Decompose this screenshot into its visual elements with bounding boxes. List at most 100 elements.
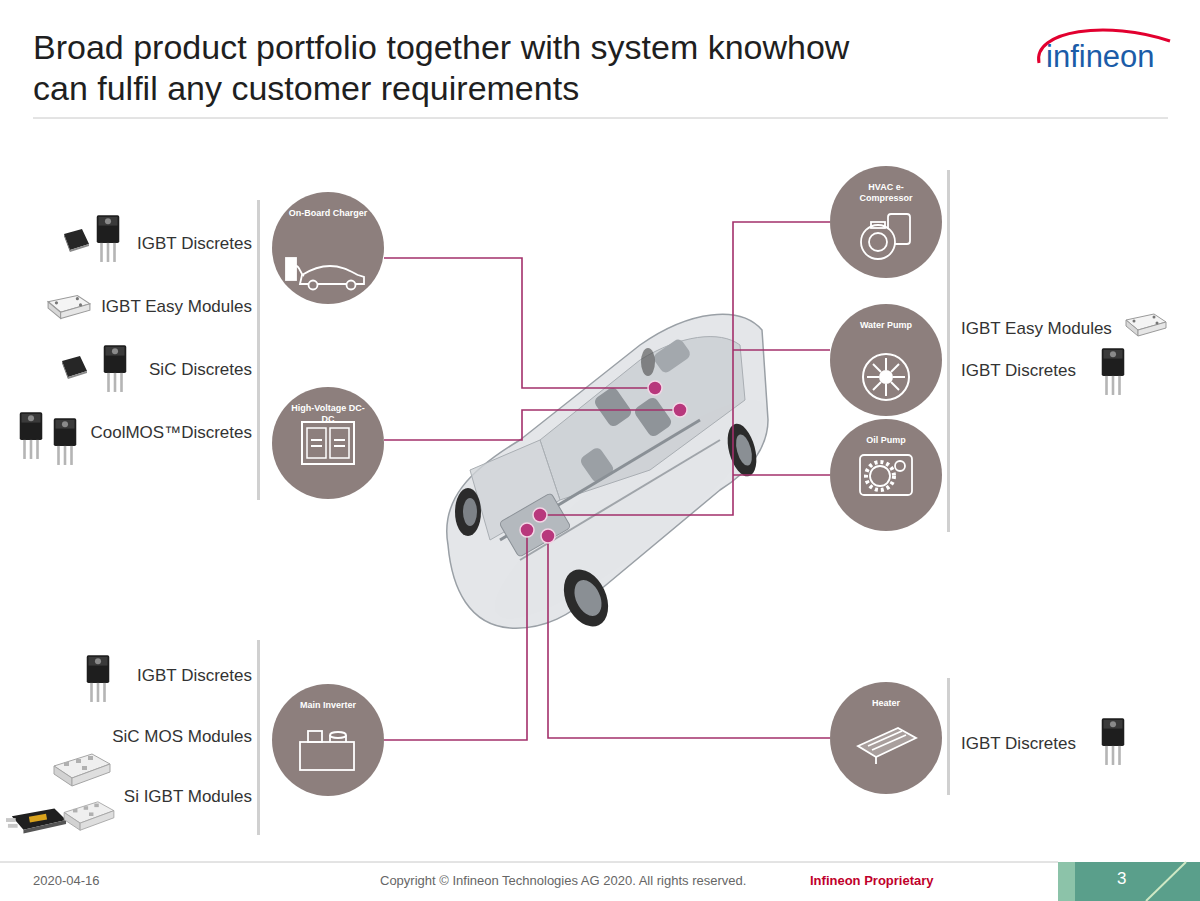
- car-illustration: [540, 337, 745, 500]
- component-icon: [62, 356, 87, 379]
- circle-label: Main Inverter: [286, 700, 370, 711]
- leader-line: [548, 536, 830, 738]
- oil-pump-icon: [866, 462, 894, 490]
- circle-fill: [830, 419, 942, 531]
- logo-wordmark: infineon: [1046, 38, 1155, 75]
- inverter-icon: [300, 731, 354, 770]
- component-icon: [1126, 314, 1166, 336]
- compressor-icon: [861, 225, 895, 259]
- leader-line: [733, 474, 830, 476]
- location-dot: [520, 381, 687, 543]
- heater-icon: [858, 728, 916, 757]
- dcdc-icon: [302, 422, 354, 464]
- component-icon: [6, 808, 66, 833]
- circle-label: HVAC e-Compressor: [844, 182, 928, 204]
- product-label: IGBT Discretes: [137, 234, 252, 254]
- water-pump-icon: [873, 364, 881, 372]
- dcdc-icon: [311, 445, 322, 447]
- circle-fill: [272, 387, 384, 499]
- water-pump-icon: [863, 354, 909, 400]
- leader-line: [384, 530, 527, 740]
- group-bracket: [257, 200, 260, 500]
- oil-pump-icon: [860, 455, 912, 495]
- heater-icon: [858, 728, 916, 764]
- product-label: IGBT Easy Modules: [961, 319, 1112, 339]
- product-label: SiC Discretes: [149, 360, 252, 380]
- title-rule: [33, 118, 1168, 119]
- leader-line: [384, 410, 680, 440]
- group-bracket: [257, 640, 260, 835]
- component-icon: [1102, 718, 1125, 765]
- car-illustration: [463, 498, 477, 526]
- inverter-icon: [330, 732, 346, 738]
- function-circle: On-Board Charger: [272, 192, 384, 304]
- component-icon: [54, 754, 110, 786]
- circle-label: Water Pump: [844, 320, 928, 331]
- dcdc-icon: [311, 439, 322, 441]
- circle-label: On-Board Charger: [286, 208, 370, 219]
- dcdc-icon: [307, 428, 326, 458]
- circle-label: Heater: [844, 698, 928, 709]
- dcdc-icon: [334, 445, 345, 447]
- function-circle: Main Inverter: [272, 684, 384, 796]
- charger-car-icon: [347, 281, 356, 290]
- car-illustration: [569, 576, 607, 621]
- inverter-icon: [329, 735, 331, 742]
- leader-line: [733, 349, 830, 351]
- product-label: SiC MOS Modules: [112, 727, 252, 747]
- component-icon: [104, 345, 127, 392]
- group-bracket: [947, 170, 950, 532]
- water-pump-icon: [893, 376, 905, 378]
- footer-tab: [1058, 862, 1200, 901]
- function-circle: High-Voltage DC-DC: [272, 387, 384, 499]
- car-illustration: [722, 421, 761, 480]
- product-label: IGBT Discretes: [137, 666, 252, 686]
- charger-car-icon: [286, 258, 364, 290]
- component-icon: [20, 412, 43, 459]
- product-label: IGBT Discretes: [961, 361, 1076, 381]
- leader-line: [384, 258, 655, 388]
- compressor-icon: [869, 233, 887, 251]
- component-icon: [48, 296, 90, 319]
- charger-car-icon: [309, 281, 318, 290]
- water-pump-icon: [885, 358, 887, 370]
- water-pump-icon: [885, 384, 887, 396]
- car-illustration: [641, 348, 655, 376]
- page-number: 3: [1117, 869, 1126, 889]
- leader-line: [384, 222, 830, 740]
- location-dot: [648, 381, 662, 395]
- product-label: Si IGBT Modules: [124, 787, 252, 807]
- inverter-icon: [300, 742, 354, 770]
- car-illustration: [555, 562, 617, 633]
- title-rule: [33, 118, 1168, 119]
- location-dot: [541, 529, 555, 543]
- car-illustration: [633, 396, 674, 439]
- circle-fill: [830, 166, 942, 278]
- component-icon: [54, 418, 77, 465]
- car-illustration: [447, 314, 768, 628]
- slide-title: Broad product portfolio together with sy…: [33, 27, 893, 109]
- circle-fill: [830, 682, 942, 794]
- car-illustration: [499, 493, 571, 558]
- component-icon: [97, 215, 120, 262]
- car-illustration: [455, 488, 481, 536]
- footer-date: 2020-04-16: [33, 873, 100, 889]
- footer-tab: [1058, 862, 1200, 901]
- component-icon: [1102, 348, 1125, 395]
- water-pump-icon: [891, 364, 899, 372]
- compressor-icon: [861, 214, 910, 259]
- group-bracket: [947, 678, 950, 795]
- function-circle: Oil Pump: [830, 419, 942, 531]
- car-illustration: [733, 433, 755, 468]
- footer-tab: [1146, 862, 1186, 901]
- location-dot: [673, 403, 687, 417]
- car-illustration: [579, 446, 616, 484]
- product-label: IGBT Easy Modules: [101, 297, 252, 317]
- product-label: CoolMOS™Discretes: [90, 423, 252, 443]
- water-pump-icon: [873, 382, 881, 390]
- inverter-icon: [308, 731, 322, 742]
- compressor-icon: [871, 222, 885, 228]
- water-pump-icon: [880, 371, 892, 383]
